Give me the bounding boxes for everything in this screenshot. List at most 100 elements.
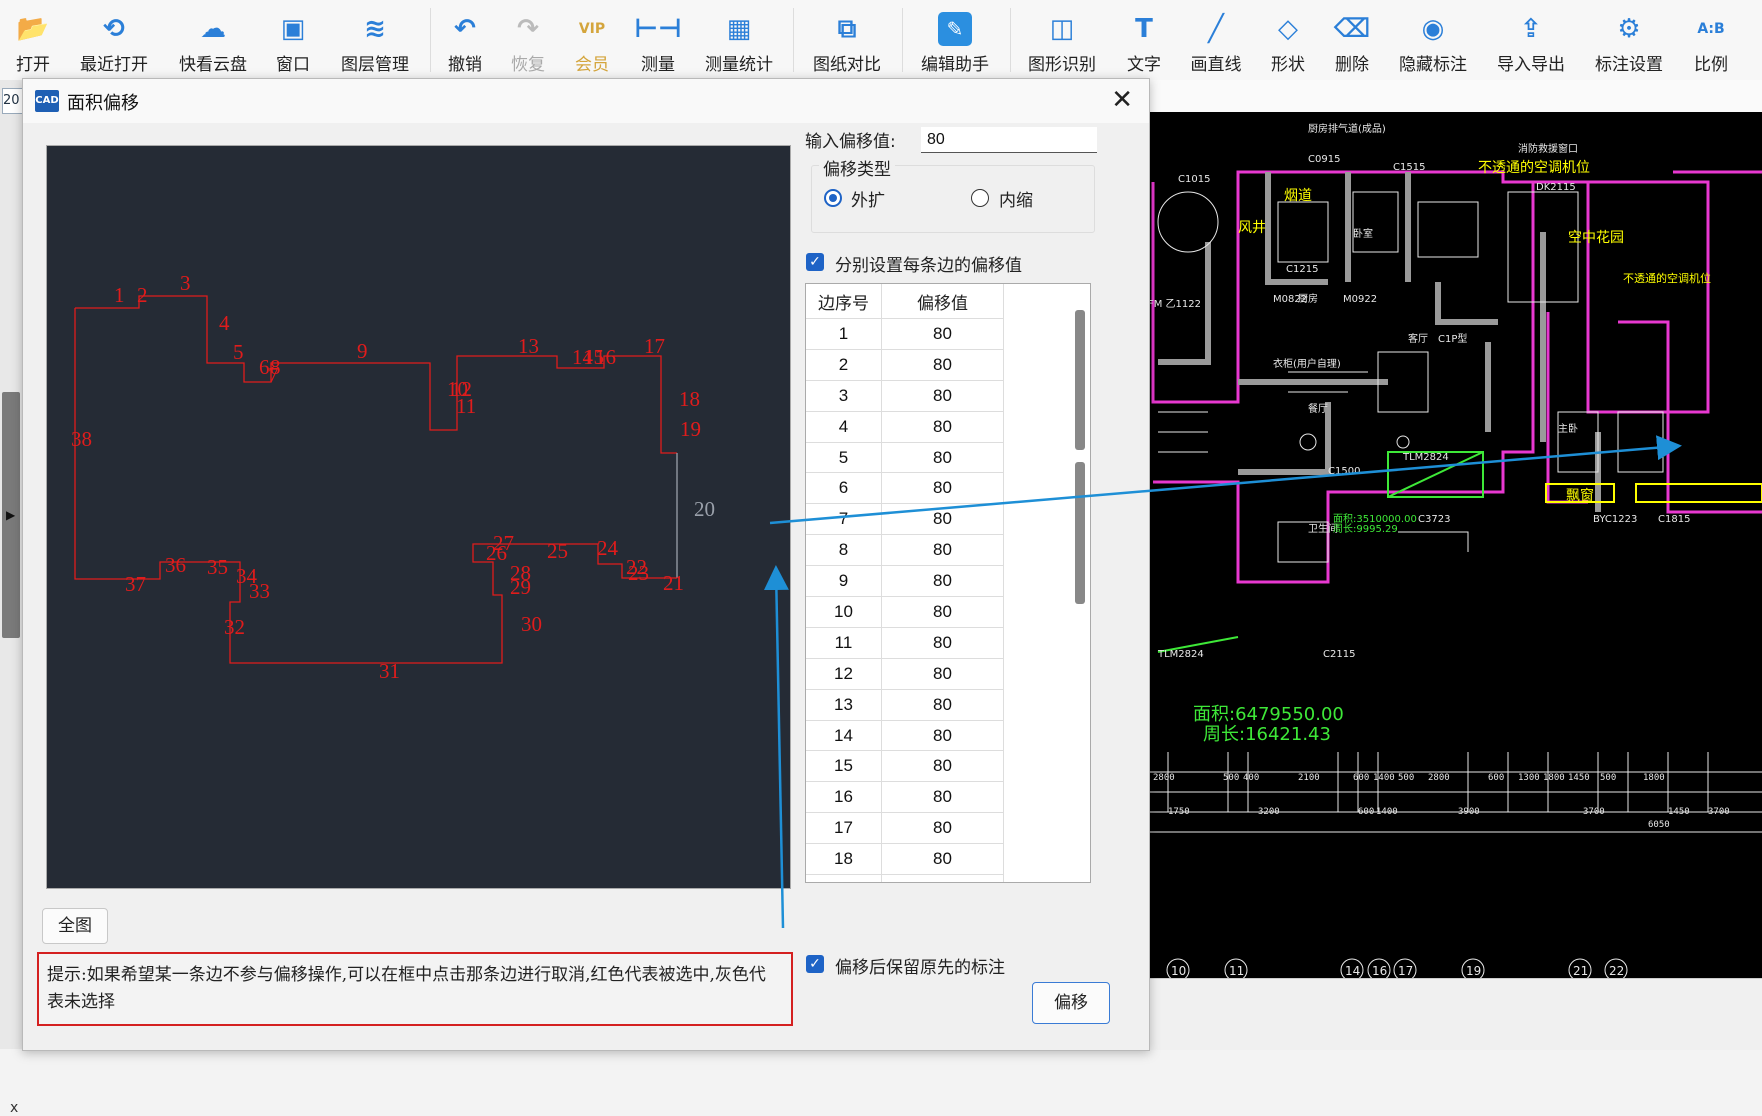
- toolbar-button-19[interactable]: ⚙标注设置: [1584, 0, 1674, 80]
- toolbar-button-5[interactable]: ↶撤销: [420, 0, 510, 80]
- toolbar-button-18[interactable]: ⇪导入导出: [1486, 0, 1576, 80]
- dialog-titlebar[interactable]: CAD 面积偏移 ✕: [23, 79, 1149, 123]
- per-edge-checkbox[interactable]: ✓: [806, 253, 824, 271]
- offset-value-cell[interactable]: 80: [881, 720, 1004, 752]
- offset-value-cell[interactable]: 80: [881, 380, 1004, 412]
- offset-value-input[interactable]: [921, 127, 1097, 153]
- toolbar-button-12[interactable]: ◫图形识别: [1017, 0, 1107, 80]
- cad-text: 不透通的空调机位: [1623, 271, 1711, 285]
- toolbar-button-6[interactable]: ↷恢复: [483, 0, 573, 80]
- table-scrollbar[interactable]: [1070, 284, 1090, 882]
- toolbar-button-17[interactable]: ◉隐藏标注: [1388, 0, 1478, 80]
- offset-value-cell[interactable]: 80: [881, 472, 1004, 505]
- cad-text: 风井: [1238, 220, 1266, 236]
- shrink-label: 内缩: [999, 191, 1033, 211]
- shrink-radio[interactable]: [971, 189, 989, 207]
- cad-text: M0922: [1343, 294, 1377, 305]
- offset-value-cell[interactable]: 80: [881, 874, 1004, 882]
- dimension-label: 1300: [1518, 773, 1540, 783]
- edge-label-17: 17: [644, 334, 665, 358]
- offset-value-cell[interactable]: 80: [881, 812, 1004, 845]
- dimension-label: 1450: [1668, 807, 1690, 817]
- panel-toggle-handle[interactable]: [2, 392, 20, 638]
- axis-bubble: [1461, 958, 1485, 978]
- offset-value-cell[interactable]: 80: [881, 781, 1004, 814]
- edge-index-cell: 17: [806, 812, 882, 845]
- toolbar-button-14[interactable]: ╱画直线: [1171, 0, 1261, 80]
- toolbar-label: 图纸对比: [813, 55, 881, 75]
- offset-value-cell[interactable]: 80: [881, 750, 1004, 783]
- polygon-edges[interactable]: [75, 295, 677, 454]
- polygon-edges[interactable]: [74, 308, 677, 664]
- toolbar-button-4[interactable]: ≋图层管理: [330, 0, 420, 80]
- toolbar-button-15[interactable]: ◇形状: [1243, 0, 1333, 80]
- close-icon[interactable]: ✕: [1111, 85, 1133, 115]
- offset-value-cell[interactable]: 80: [881, 627, 1004, 659]
- toolbar-button-9[interactable]: ▦测量统计: [694, 0, 784, 80]
- offset-value-cell[interactable]: 80: [881, 411, 1004, 443]
- offset-value-cell[interactable]: 80: [881, 658, 1004, 690]
- offset-value-cell[interactable]: 80: [881, 565, 1004, 598]
- edge-label-31: 31: [379, 659, 400, 683]
- offset-value-cell[interactable]: 80: [881, 318, 1004, 350]
- edge-index-header: 边序号: [806, 284, 882, 319]
- edge-label-19: 19: [680, 417, 701, 441]
- toolbar-separator: [1010, 8, 1011, 72]
- cad-text: 飘窗: [1566, 487, 1594, 504]
- table-row[interactable]: 1980: [806, 874, 1004, 882]
- scrollbar-thumb-secondary[interactable]: [1075, 462, 1085, 604]
- toolbar-button-0[interactable]: 📂打开: [0, 0, 78, 80]
- edge-index-cell: 11: [806, 627, 882, 659]
- offset-value-cell[interactable]: 80: [881, 843, 1004, 876]
- cad-text: 厨房: [1298, 292, 1318, 305]
- offset-value-cell[interactable]: 80: [881, 689, 1004, 721]
- expand-radio[interactable]: [824, 189, 842, 207]
- offset-value-cell[interactable]: 80: [881, 442, 1004, 474]
- toolbar-button-2[interactable]: ☁快看云盘: [168, 0, 258, 80]
- scrollbar-thumb[interactable]: [1075, 310, 1085, 450]
- expand-arrow-icon[interactable]: ▶: [6, 508, 16, 522]
- full-view-button[interactable]: 全图: [42, 908, 108, 944]
- toolbar-button-8[interactable]: ⊢⊣测量: [613, 0, 703, 80]
- offset-value-cell[interactable]: 80: [881, 596, 1004, 628]
- axis-label: 11: [1229, 964, 1244, 978]
- toolbar-button-10[interactable]: ⧉图纸对比: [802, 0, 892, 80]
- offset-value-cell[interactable]: 80: [881, 534, 1004, 567]
- offset-value-cell[interactable]: 80: [881, 349, 1004, 381]
- toolbar-button-3[interactable]: ▣窗口: [248, 0, 338, 80]
- axis-bubble: [1393, 958, 1417, 978]
- toolbar-button-1[interactable]: ⟲最近打开: [69, 0, 159, 80]
- keep-annotation-checkbox[interactable]: ✓: [806, 955, 824, 973]
- edge-index-cell: 8: [806, 534, 882, 567]
- toolbar-button-16[interactable]: ⌫删除: [1307, 0, 1397, 80]
- toolbar-button-11[interactable]: ✎编辑助手: [910, 0, 1000, 80]
- edge-label-16: 16: [595, 345, 616, 369]
- edge-label-36: 36: [165, 553, 186, 577]
- dimension-label: 1800: [1643, 773, 1665, 783]
- offset-button[interactable]: 偏移: [1032, 982, 1110, 1024]
